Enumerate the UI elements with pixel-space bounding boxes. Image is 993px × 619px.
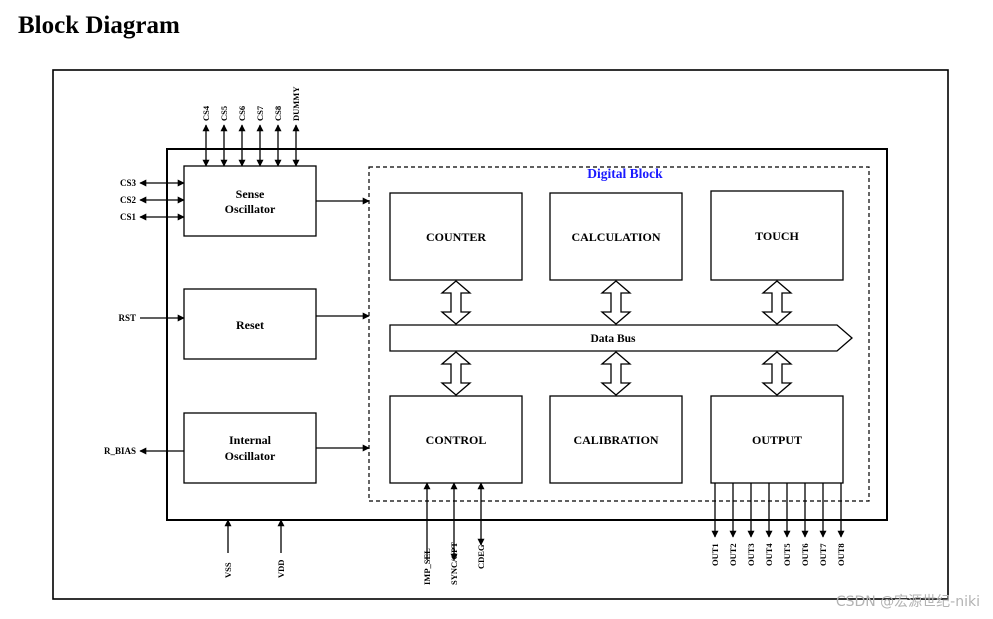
control-bus-arrow [440,351,472,396]
pin-label-sync-opt: SYNC/OPT [449,542,459,585]
pin-label-cs3: CS3 [120,178,137,188]
sense-oscillator-label-line2: Oscillator [225,202,276,216]
pin-label-cs8: CS8 [273,106,283,121]
pin-label-out4: OUT4 [764,543,774,566]
control-block: CONTROL [389,395,523,484]
watermark: CSDN @宏源世纪-niki [836,594,980,610]
control-label: CONTROL [426,433,487,447]
touch-label: TOUCH [755,229,799,243]
pin-label-out2: OUT2 [728,543,738,566]
pin-label-rst: RST [118,313,136,323]
pin-label-r-bias: R_BIAS [104,446,136,456]
reset-block: Reset [183,288,317,360]
page-title: Block Diagram [18,12,180,39]
internal-oscillator-block: Internal Oscillator [183,412,317,484]
pin-label-vss: VSS [223,562,233,578]
touch-block: TOUCH [710,190,844,281]
pin-label-cdeg: CDEG [476,544,486,569]
data-bus: Data Bus [389,324,853,352]
calibration-label: CALIBRATION [573,433,658,447]
calculation-block: CALCULATION [549,192,683,281]
pin-label-cs6: CS6 [237,106,247,121]
calculation-bus-arrow [600,280,632,325]
pin-label-cs4: CS4 [201,105,211,121]
calculation-label: CALCULATION [571,230,660,244]
output-bus-arrow [761,351,793,396]
outer-frame [52,69,949,600]
pin-label-imp-sel: IMP_SEL [422,548,432,585]
data-bus-label: Data Bus [590,333,636,345]
pin-label-cs5: CS5 [219,106,229,121]
calibration-block: CALIBRATION [549,395,683,484]
calibration-bus-arrow [600,351,632,396]
counter-label: COUNTER [426,230,486,244]
pin-label-out3: OUT3 [746,543,756,566]
digital-block-region [368,166,870,502]
reset-label: Reset [236,318,264,332]
pin-label-cs2: CS2 [120,195,137,205]
sense-oscillator-block: Sense Oscillator [183,165,317,237]
counter-bus-arrow [440,280,472,325]
pin-label-out8: OUT8 [836,543,846,566]
digital-block-title: Digital Block [587,166,663,181]
pin-label-out6: OUT6 [800,543,810,566]
pin-label-vdd: VDD [276,560,286,578]
pin-label-cs7: CS7 [255,105,265,121]
internal-oscillator-label-line1: Internal [229,433,272,447]
internal-oscillator-label-line2: Oscillator [225,449,276,463]
pin-label-cs1: CS1 [120,212,137,222]
sense-oscillator-label-line1: Sense [236,187,265,201]
pin-label-out7: OUT7 [818,543,828,566]
pin-label-out1: OUT1 [710,543,720,566]
pin-label-dummy: DUMMY [291,87,301,121]
output-label: OUTPUT [752,433,802,447]
chip-border [166,148,888,521]
output-block: OUTPUT [710,395,844,484]
touch-bus-arrow [761,280,793,325]
counter-block: COUNTER [389,192,523,281]
pin-label-out5: OUT5 [782,543,792,566]
